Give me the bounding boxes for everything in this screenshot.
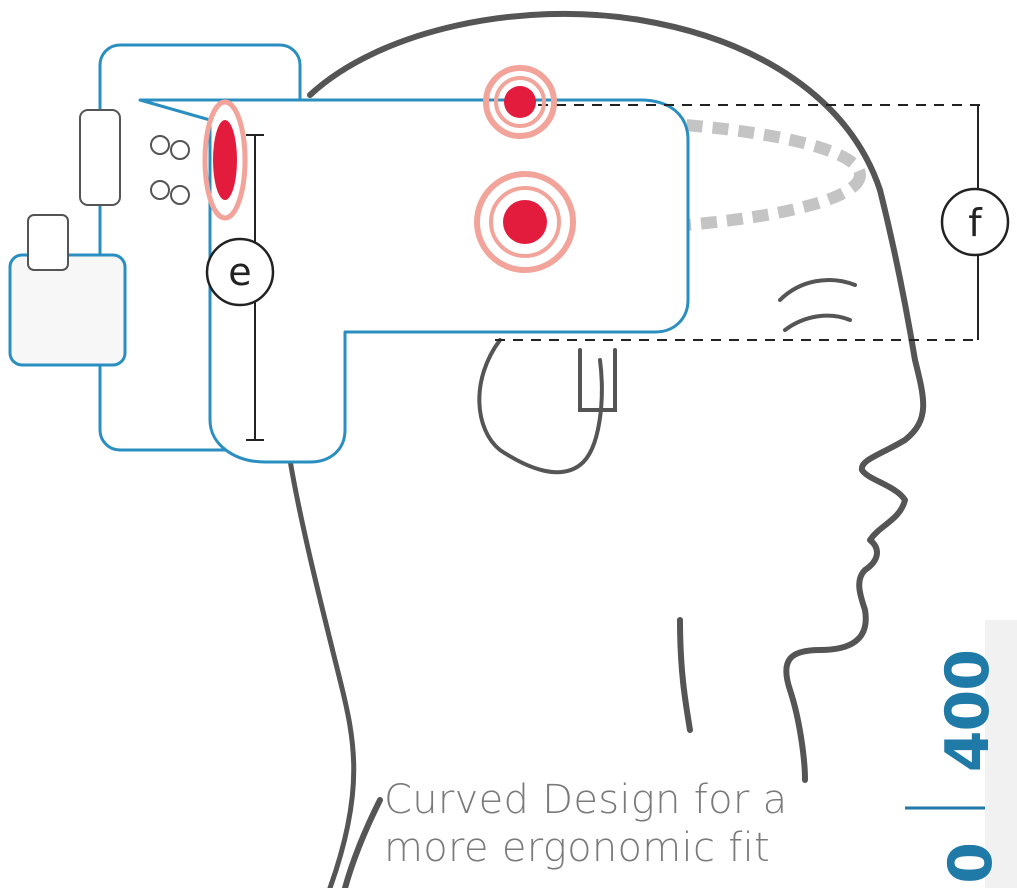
stimulation-point-top bbox=[486, 68, 554, 136]
side-label-value: 400 bbox=[933, 650, 1003, 772]
caption: Curved Design for a more ergonomic fit bbox=[384, 776, 844, 872]
dimension-e-label: e bbox=[228, 250, 251, 294]
ear-outline bbox=[479, 340, 615, 472]
face-features bbox=[780, 280, 855, 330]
caption-line-2: more ergonomic fit bbox=[384, 824, 844, 872]
dimension-f-label: f bbox=[968, 201, 983, 245]
side-label-partial: 0 bbox=[936, 842, 1006, 884]
caption-line-1: Curved Design for a bbox=[384, 776, 844, 824]
device-body bbox=[10, 45, 688, 462]
stimulation-point-center bbox=[477, 174, 573, 270]
